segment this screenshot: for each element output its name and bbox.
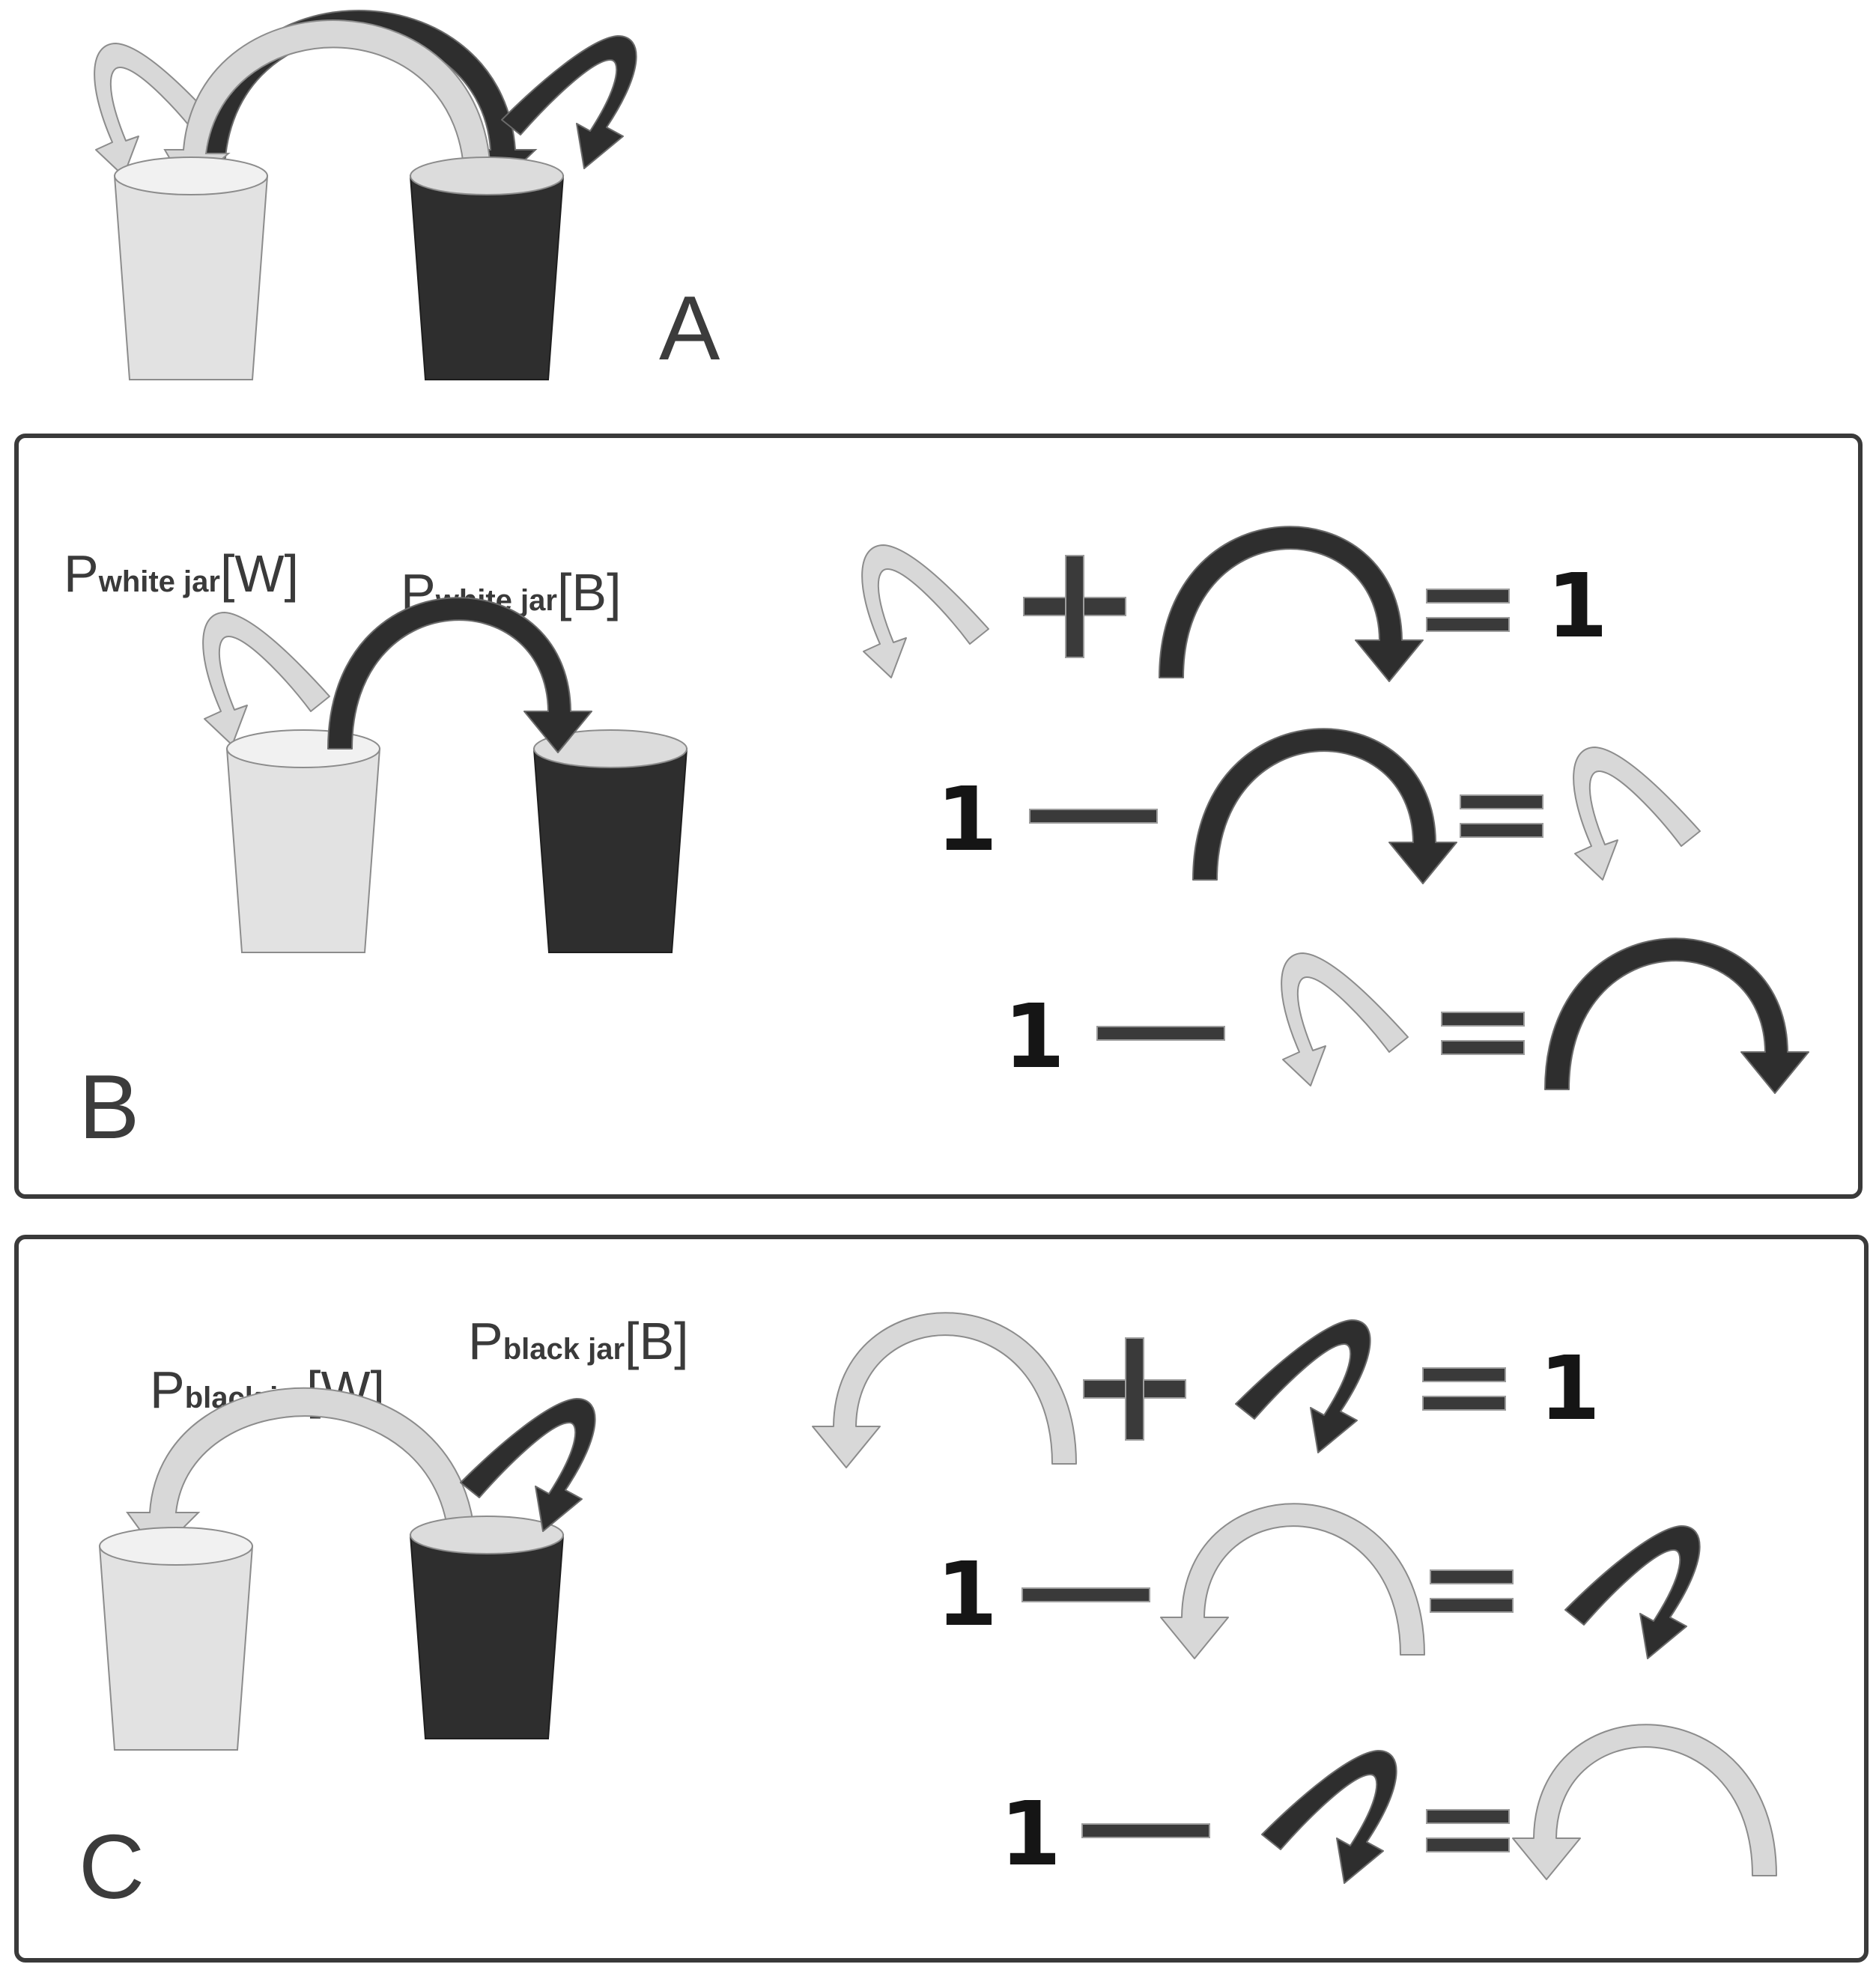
equals-icon — [1426, 589, 1510, 632]
plus-icon — [1023, 555, 1126, 658]
loop-arrow-icon — [1564, 1525, 1701, 1659]
one-symbol: 1 — [1000, 1782, 1061, 1885]
black-jar-icon — [533, 729, 687, 953]
minus-icon — [1029, 809, 1158, 824]
white-jar-icon — [99, 1527, 253, 1751]
white-jar-icon — [226, 729, 380, 953]
white-jar-self-loop-arrow-icon — [202, 612, 330, 746]
black-jar-self-loop-arrow-icon — [460, 1398, 596, 1532]
loop-arrow-icon — [1573, 747, 1701, 881]
panel-b-frame — [14, 434, 1863, 1199]
black-jar-self-loop-arrow-icon — [501, 35, 637, 169]
loop-arrow-icon — [1261, 1750, 1397, 1884]
plus-icon — [1083, 1337, 1186, 1441]
equation-b-1: 1 — [861, 526, 1609, 682]
arch-arrow-icon — [1544, 937, 1809, 1094]
panel-c: Pblack jar[B] Pblack jar[W] 1 1 — [14, 1235, 1869, 1963]
arch-arrow-icon — [812, 1312, 1077, 1468]
equals-icon — [1441, 1012, 1525, 1055]
panel-c-frame — [14, 1235, 1869, 1963]
panel-a: A — [94, 10, 720, 380]
loop-arrow-icon — [861, 544, 989, 678]
prob-label-white-jar-w: Pwhite jar[W] — [64, 544, 299, 603]
equation-c-3: 1 — [999, 1724, 1777, 1886]
one-symbol: 1 — [1546, 554, 1608, 657]
arch-arrow-icon — [1512, 1724, 1777, 1880]
one-symbol: 1 — [1539, 1337, 1600, 1440]
one-symbol: 1 — [1004, 985, 1065, 1088]
prob-label-black-jar-b: Pblack jar[B] — [468, 1312, 689, 1370]
black-jar-icon — [410, 156, 564, 380]
one-symbol: 1 — [936, 767, 998, 871]
equation-c-1: 1 — [812, 1312, 1601, 1468]
equals-icon — [1422, 1367, 1506, 1411]
panel-letter-b: B — [79, 1056, 139, 1158]
panel-b: Pwhite jar[W] Pwhite jar[B] 1 1 1 — [14, 434, 1863, 1199]
white-to-black-arrow-icon — [327, 597, 592, 753]
minus-icon — [1022, 1587, 1150, 1602]
minus-icon — [1081, 1823, 1210, 1838]
loop-arrow-icon — [1281, 952, 1409, 1086]
equation-b-2: 1 — [935, 728, 1701, 884]
arch-arrow-icon — [1192, 728, 1457, 884]
equals-icon — [1426, 1809, 1510, 1852]
black-to-white-arrow-icon — [126, 1387, 477, 1555]
equals-icon — [1460, 794, 1543, 838]
equation-b-3: 1 — [1003, 937, 1809, 1094]
loop-arrow-icon — [1235, 1319, 1371, 1453]
black-jar-icon — [410, 1516, 564, 1739]
equals-icon — [1430, 1569, 1514, 1613]
panel-letter-c: C — [79, 1816, 145, 1918]
white-jar-icon — [114, 156, 268, 380]
arch-arrow-icon — [1159, 526, 1424, 682]
black-to-white-arrow-icon — [163, 19, 492, 190]
one-symbol: 1 — [936, 1542, 998, 1646]
panel-letter-a: A — [659, 277, 720, 379]
minus-icon — [1096, 1026, 1225, 1041]
equation-c-2: 1 — [935, 1503, 1701, 1659]
arch-arrow-icon — [1160, 1503, 1425, 1659]
